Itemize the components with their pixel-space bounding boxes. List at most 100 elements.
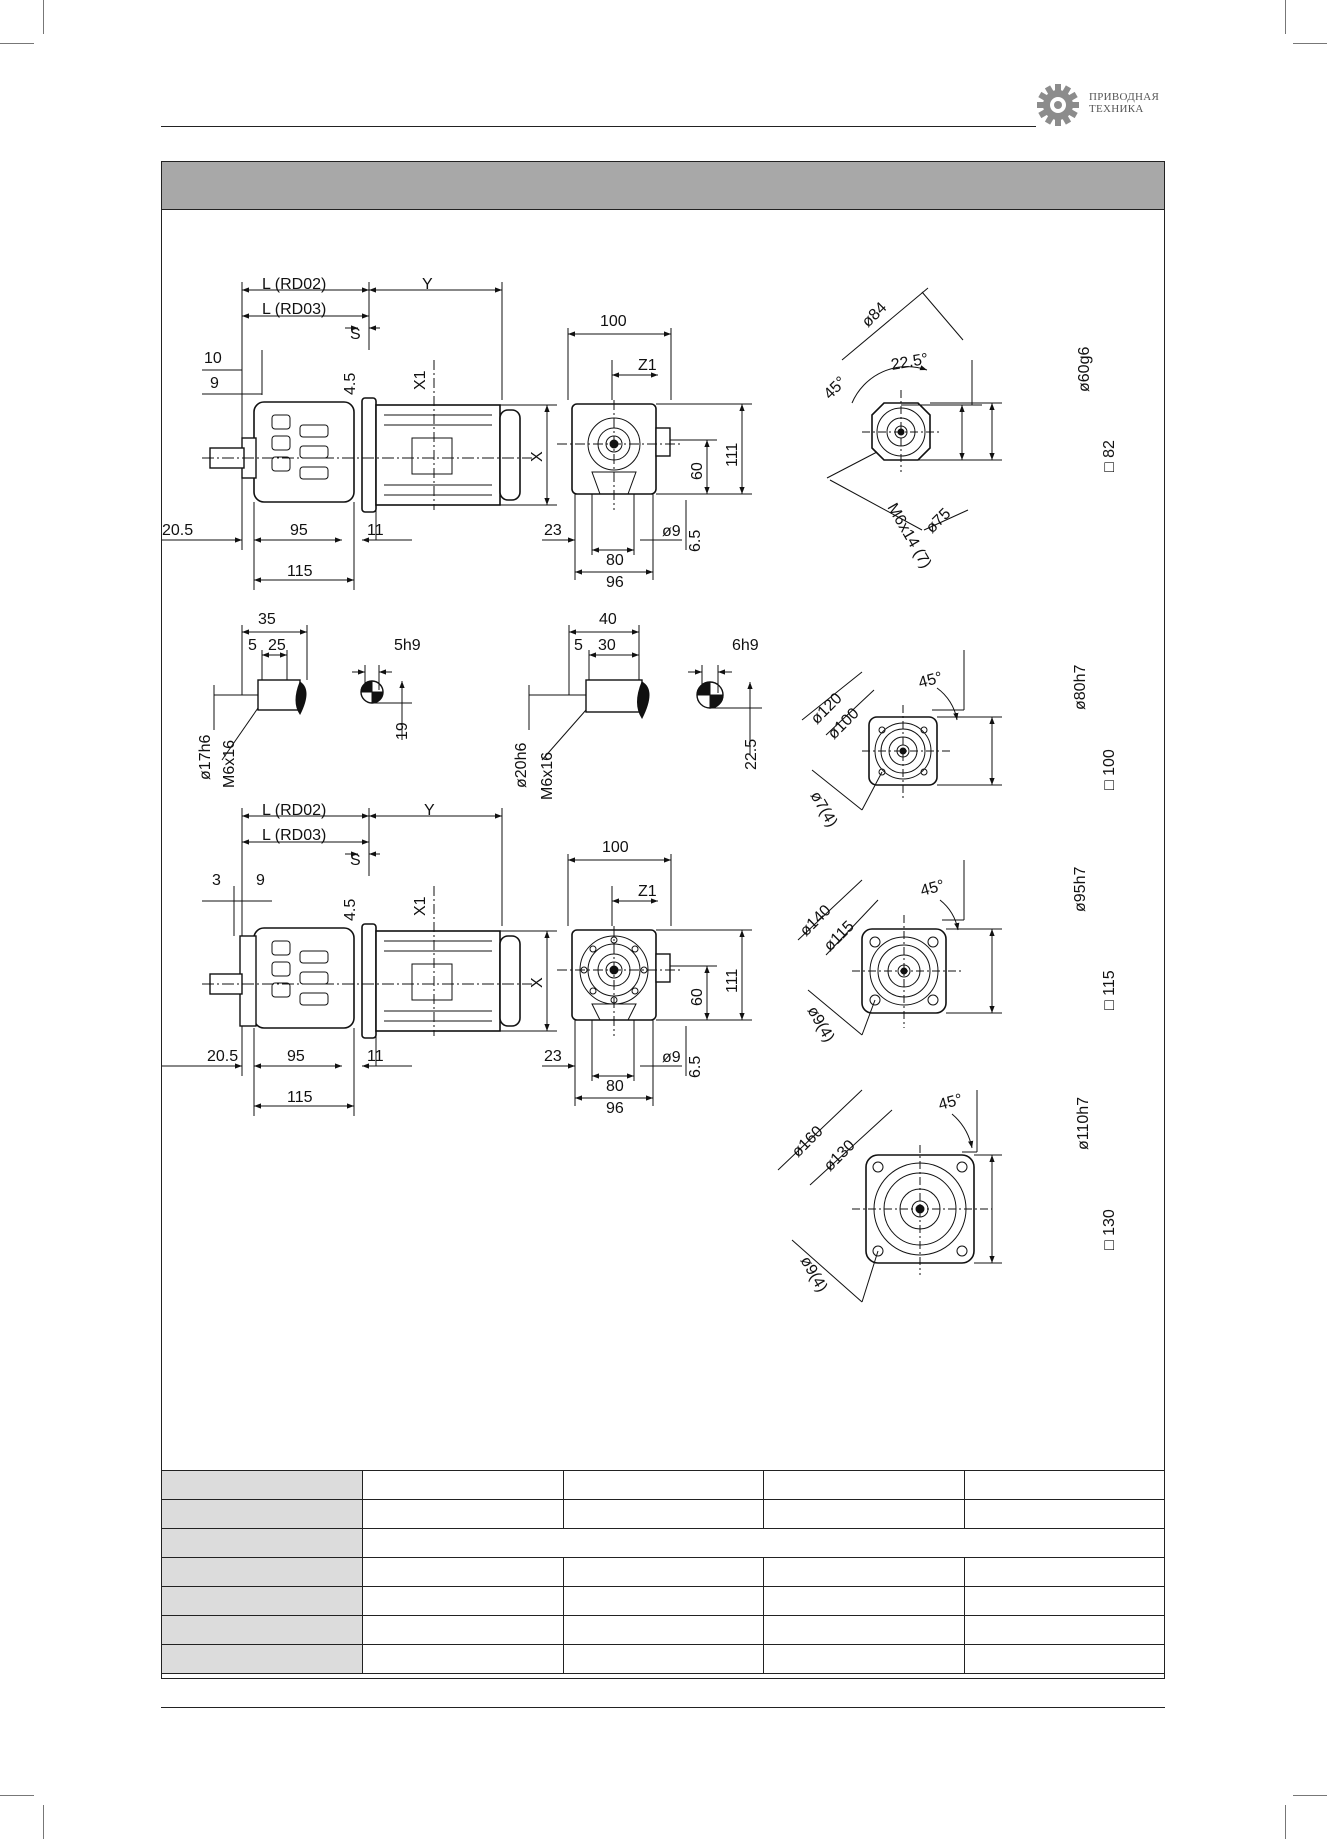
shaft1-dim-25: 25	[268, 637, 286, 654]
dim-s: S	[350, 326, 361, 343]
table-row	[161, 1499, 1165, 1529]
side-view-2	[162, 808, 557, 1116]
table-row	[161, 1644, 1165, 1674]
flange2-holes: ø7(4)	[807, 789, 841, 831]
flange1-square: □ 82	[1101, 440, 1118, 472]
flange2-angle: 45°	[917, 669, 945, 692]
header-rule	[161, 126, 1036, 127]
dim-95: 95	[290, 522, 308, 539]
logo-line-2: ТЕХНИКА	[1089, 103, 1144, 115]
dim2-l-rd03: L (RD03)	[262, 827, 326, 844]
front-dim-80: 80	[606, 552, 624, 569]
flange2-square: □ 100	[1101, 749, 1118, 790]
table-row	[161, 1470, 1165, 1500]
front2-dim-6-5: 6.5	[687, 1056, 704, 1078]
flange3-angle: 45°	[919, 877, 947, 900]
front-view-1	[542, 328, 752, 580]
flange1-thread: M6x14 (7)	[884, 501, 935, 572]
dim-l-rd03: L (RD03)	[262, 301, 326, 318]
front-dim-6-5: 6.5	[687, 530, 704, 552]
flange3-pcd: ø115	[821, 918, 858, 955]
crop-mark	[0, 43, 34, 44]
dim-11: 11	[367, 522, 384, 539]
crop-mark	[1293, 43, 1327, 44]
dim2-x1: X1	[412, 896, 429, 916]
flange1-angle-22-5: 22.5°	[890, 351, 930, 374]
front2-dim-80: 80	[606, 1078, 624, 1095]
flange-view-1	[826, 287, 1002, 531]
shaft1-dia: ø17h6	[197, 735, 214, 780]
shaft2-dim-5: 5	[574, 637, 583, 654]
crop-mark	[43, 1805, 44, 1839]
flange4-holes: ø9(4)	[797, 1254, 831, 1296]
front-dim-23: 23	[544, 522, 562, 539]
dim2-x: X	[529, 977, 546, 988]
shaft1-dim-5: 5	[248, 637, 257, 654]
front-dim-96: 96	[606, 574, 624, 591]
crop-mark	[1293, 1795, 1327, 1796]
front2-dim-dia9: ø9	[662, 1049, 681, 1066]
flange1-outer: ø84	[859, 299, 891, 331]
shaft2-dia: ø20h6	[513, 743, 530, 788]
dim2-9: 9	[256, 872, 265, 889]
front-dim-dia9: ø9	[662, 523, 681, 540]
flange-view-2	[801, 650, 1002, 811]
front-view-2	[542, 854, 752, 1106]
dim2-115: 115	[287, 1089, 313, 1106]
dim2-l-rd02: L (RD02)	[262, 802, 326, 819]
title-bar	[162, 162, 1164, 210]
front2-dim-z1: Z1	[638, 883, 657, 900]
spec-table	[161, 1470, 1165, 1674]
flange4-pcd: ø130	[821, 1137, 859, 1175]
dim2-11: 11	[367, 1048, 384, 1065]
table-row	[161, 1615, 1165, 1645]
crop-mark	[0, 1795, 34, 1796]
crop-mark	[1285, 0, 1286, 34]
shaft1-height: 19	[394, 722, 411, 740]
flange-view-3	[797, 860, 1002, 1036]
dim2-s: S	[350, 852, 361, 869]
front-dim-z1: Z1	[638, 357, 657, 374]
logo-line-1: ПРИВОДНАЯ	[1089, 91, 1160, 103]
crop-mark	[43, 0, 44, 34]
table-row	[161, 1586, 1165, 1616]
shaft-detail-1	[213, 625, 412, 761]
flange4-angle: 45°	[937, 1091, 965, 1114]
flange3-square: □ 115	[1101, 970, 1118, 1010]
dim-x1: X1	[412, 370, 429, 390]
flange1-pcd: ø75	[923, 505, 955, 537]
flange3-pilot: ø95h7	[1072, 867, 1089, 912]
dim-x: X	[529, 451, 546, 462]
front-dim-100: 100	[600, 313, 627, 330]
front2-dim-100: 100	[602, 839, 629, 856]
dim2-20-5: 20.5	[207, 1048, 238, 1065]
front-dim-111: 111	[724, 443, 741, 467]
shaft2-dim-30: 30	[598, 637, 616, 654]
shaft2-dim-40: 40	[599, 611, 617, 628]
dim-y: Y	[422, 276, 433, 293]
flange1-angle-45: 45°	[821, 374, 850, 403]
shaft-detail-2	[528, 625, 762, 761]
dim2-y: Y	[424, 802, 435, 819]
flange4-square: □ 130	[1101, 1209, 1118, 1250]
front2-dim-60: 60	[689, 988, 706, 1006]
flange2-pilot: ø80h7	[1072, 665, 1089, 710]
dim-9: 9	[210, 375, 219, 392]
dim-20-5: 20.5	[162, 522, 193, 539]
side-view-1	[162, 282, 557, 590]
front2-dim-111: 111	[724, 969, 741, 993]
dim-4-5: 4.5	[342, 373, 359, 395]
dim-l-rd02: L (RD02)	[262, 276, 326, 293]
shaft1-thread: M6x16	[221, 740, 238, 788]
shaft2-key: 6h9	[732, 637, 759, 654]
dim2-3: 3	[212, 872, 221, 889]
shaft2-height: 22.5	[743, 739, 760, 770]
dim2-4-5: 4.5	[342, 899, 359, 921]
shaft1-dim-35: 35	[258, 611, 276, 628]
flange-view-4	[777, 1089, 1002, 1303]
table-row	[161, 1557, 1165, 1587]
flange4-pilot: ø110h7	[1075, 1097, 1092, 1150]
front2-dim-23: 23	[544, 1048, 562, 1065]
shaft1-key: 5h9	[394, 637, 421, 654]
shaft2-thread: M6x16	[539, 752, 556, 800]
